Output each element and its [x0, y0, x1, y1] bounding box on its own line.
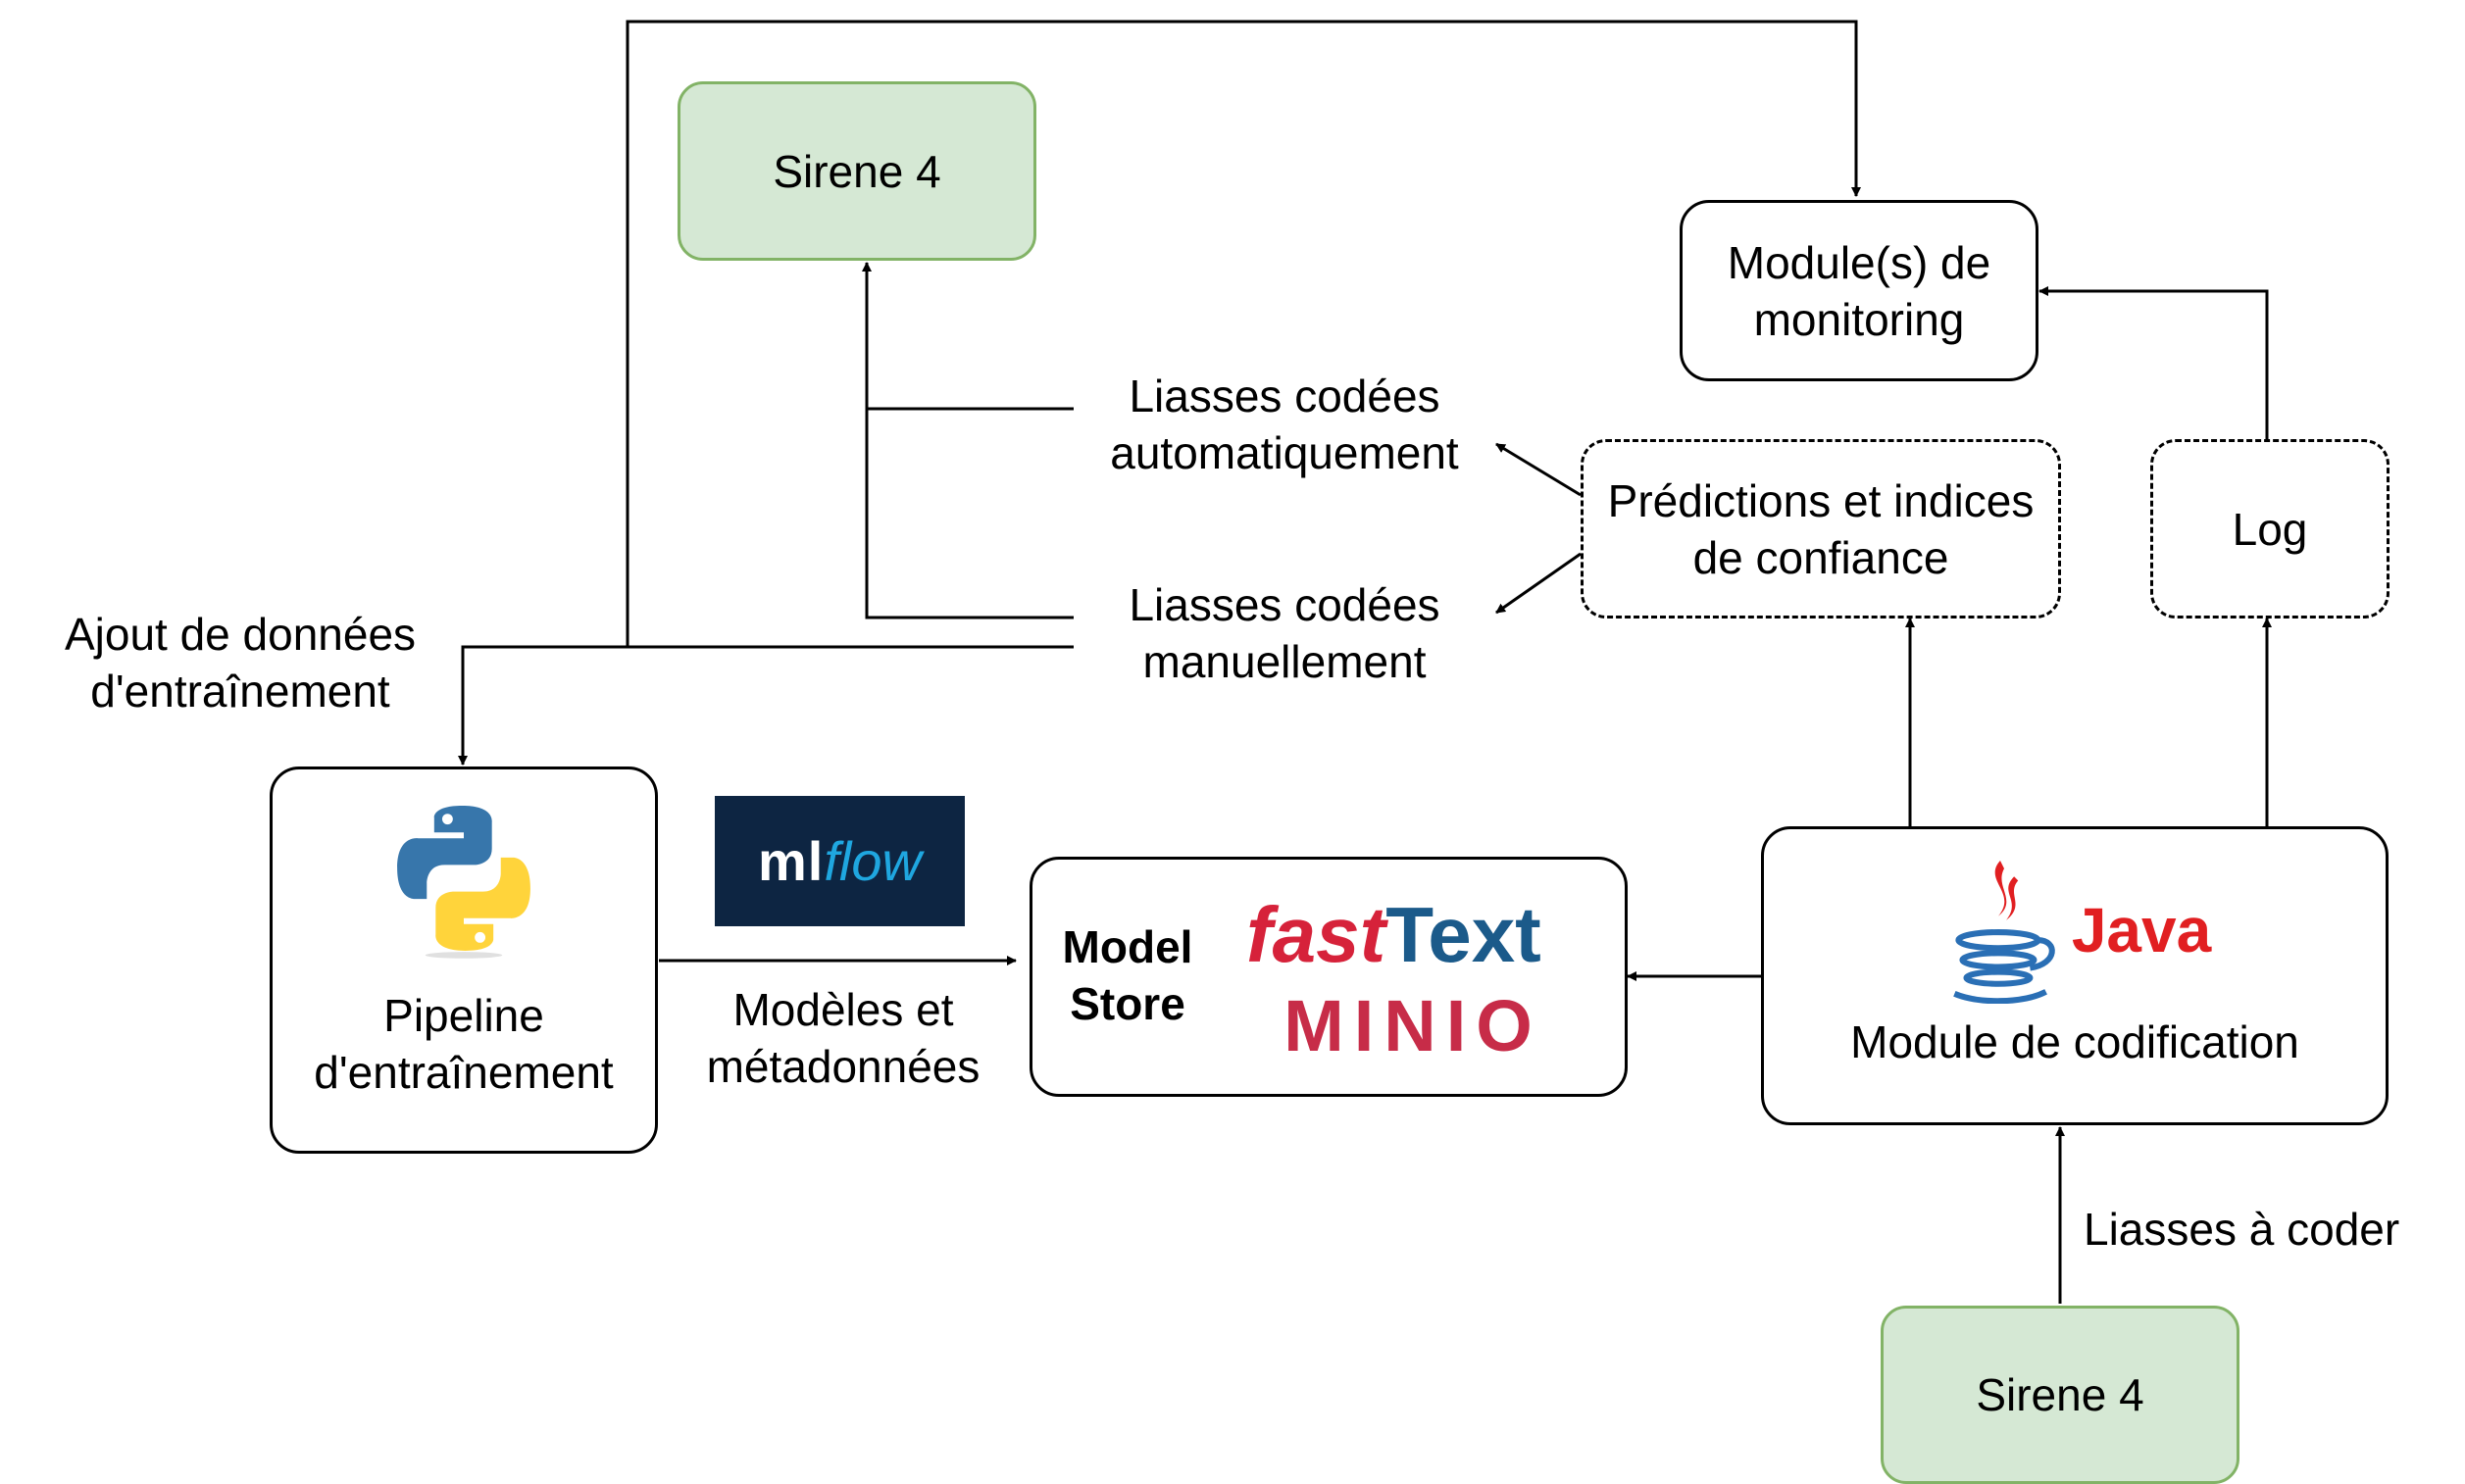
- label-auto-line1: Liasses codées: [1129, 371, 1440, 421]
- model-store-title-line1: Model: [1062, 921, 1193, 972]
- label-auto-line2: automatiquement: [1110, 427, 1459, 478]
- monitoring-node: Module(s) de monitoring: [1680, 200, 2038, 381]
- java-cup-icon: [1952, 861, 2055, 1004]
- label-models-meta-line2: métadonnées: [706, 1041, 981, 1092]
- mlflow-logo-prefix: ml: [758, 830, 825, 892]
- label-auto: Liasses codées automatiquement: [1079, 368, 1490, 481]
- fasttext-logo: fastText: [1246, 891, 1541, 979]
- model-store-node: Model Store fastText MINIO: [1030, 857, 1628, 1097]
- monitoring-label-line1: Module(s) de: [1727, 236, 1991, 288]
- monitoring-label-line2: monitoring: [1753, 293, 1965, 345]
- pipeline-label-line1: Pipeline: [383, 990, 544, 1041]
- mlflow-logo: ml flow: [715, 796, 965, 926]
- fasttext-logo-suffix: Text: [1385, 891, 1541, 978]
- minio-logo: MINIO: [1283, 985, 1542, 1066]
- log-label: Log: [2232, 503, 2308, 555]
- fasttext-logo-prefix: fast: [1246, 891, 1386, 978]
- label-training-data-line1: Ajout de données: [64, 609, 417, 660]
- mlflow-logo-suffix: flow: [824, 830, 922, 892]
- predictions-node: Prédictions et indices de confiance: [1581, 439, 2061, 618]
- predictions-label-line2: de confiance: [1692, 531, 1949, 583]
- edge-manual-to-sirene: [865, 409, 1074, 619]
- predictions-label-line1: Prédictions et indices: [1607, 474, 2035, 526]
- model-store-title-line2: Store: [1070, 978, 1185, 1029]
- label-models-meta: Modèles et métadonnées: [686, 981, 1000, 1095]
- label-to-code: Liasses à coder: [2084, 1201, 2399, 1258]
- edge-pred-to-auto: [1495, 442, 1582, 497]
- sirene-bottom-label: Sirene 4: [1976, 1369, 2144, 1420]
- label-manual-line1: Liasses codées: [1129, 579, 1440, 630]
- label-manual-line2: manuellement: [1142, 636, 1427, 687]
- pipeline-label-line2: d'entraînement: [314, 1047, 614, 1098]
- label-training-data: Ajout de données d'entraînement: [39, 606, 441, 719]
- java-logo-text: Java: [2071, 895, 2212, 965]
- sirene-bottom-node: Sirene 4: [1881, 1306, 2239, 1484]
- edge-loop-to-monitoring: [626, 20, 1861, 647]
- codification-label: Module de codification: [1850, 1016, 2299, 1067]
- pipeline-node: Pipeline d'entraînement: [270, 767, 658, 1154]
- edge-auto-to-sirene: [862, 262, 1074, 411]
- edge-pred-to-manual: [1495, 552, 1582, 615]
- edge-log-to-monitoring: [2038, 286, 2269, 439]
- java-logo: Java: [1938, 857, 2211, 1004]
- sirene-top-label: Sirene 4: [773, 145, 941, 197]
- label-models-meta-line1: Modèles et: [732, 984, 954, 1035]
- edge-manual-to-pipeline: [458, 645, 1074, 766]
- codification-node: Java Module de codification: [1761, 826, 2389, 1125]
- log-node: Log: [2150, 439, 2390, 618]
- label-training-data-line2: d'entraînement: [90, 666, 390, 717]
- sirene-top-node: Sirene 4: [678, 81, 1036, 261]
- model-store-title: Model Store: [1054, 918, 1201, 1032]
- label-manual: Liasses codées manuellement: [1079, 576, 1490, 690]
- python-logo-icon: [397, 806, 530, 959]
- label-to-code-text: Liasses à coder: [2084, 1204, 2400, 1255]
